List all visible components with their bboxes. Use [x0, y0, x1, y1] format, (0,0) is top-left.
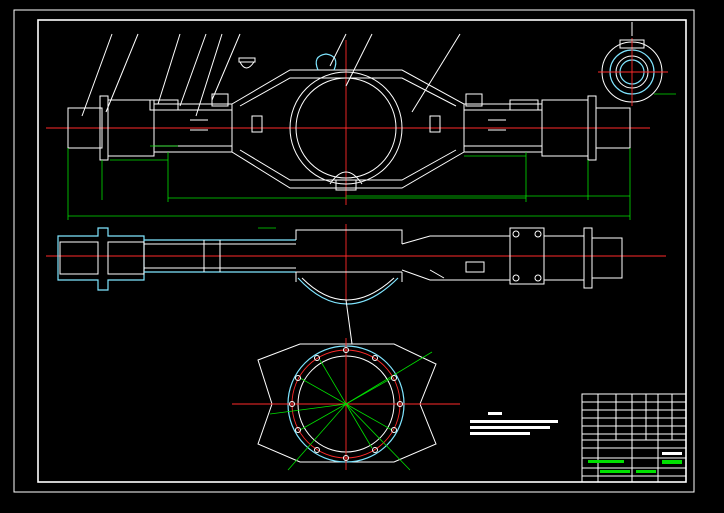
section-view	[46, 224, 666, 345]
outer-frame	[13, 9, 695, 493]
technical-notes	[470, 412, 558, 435]
side-view	[598, 22, 676, 106]
front-view	[46, 33, 650, 220]
inner-frame	[37, 19, 687, 483]
detail-rays	[269, 351, 433, 471]
bolt-holes	[289, 347, 403, 461]
title-block	[581, 393, 687, 483]
detail-view	[232, 338, 460, 471]
